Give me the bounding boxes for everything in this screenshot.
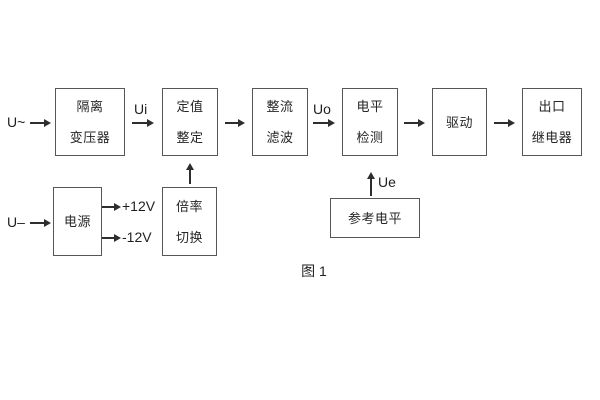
block-label: 隔离	[76, 99, 104, 114]
block-label: 滤波	[266, 130, 294, 145]
block-isolation-transformer: 隔离 变压器	[55, 88, 125, 156]
block-level-detection: 电平 检测	[342, 88, 398, 156]
block-label: 出口	[538, 99, 566, 114]
block-label: 继电器	[531, 130, 573, 145]
label-signal-ui: Ui	[134, 101, 148, 117]
block-setpoint-adjustment: 定值 整定	[162, 88, 218, 156]
label-input-dc: U–	[7, 214, 25, 230]
arrow-reference-to-level	[367, 172, 374, 196]
block-label: 整定	[176, 130, 204, 145]
block-label: 驱动	[445, 114, 473, 130]
arrow-setpoint-to-rectifier	[225, 119, 245, 126]
label-signal-uo: Uo	[313, 101, 331, 117]
block-ratio-switching: 倍率 切换	[162, 187, 217, 256]
block-rectifier-filter: 整流 滤波	[252, 88, 308, 156]
arrow-input-ac	[30, 119, 51, 126]
arrow-ratio-to-setpoint	[186, 163, 193, 184]
arrow-level-to-driver	[404, 119, 425, 126]
arrow-rail-pos	[102, 203, 121, 210]
block-label: 切换	[175, 229, 203, 245]
figure-caption: 图 1	[301, 263, 327, 279]
arrow-input-dc	[30, 219, 51, 226]
label-input-ac: U~	[7, 114, 26, 130]
block-output-relay: 出口 继电器	[522, 88, 582, 156]
block-driver: 驱动	[432, 88, 487, 156]
block-label: 变压器	[69, 130, 111, 145]
arrow-rectifier-to-level	[313, 119, 335, 126]
block-power-supply: 电源	[53, 187, 102, 256]
arrow-rail-neg	[102, 234, 121, 241]
block-reference-level: 参考电平	[330, 198, 420, 238]
block-label: 检测	[356, 130, 384, 145]
block-label: 整流	[266, 99, 294, 114]
label-signal-ue: Ue	[378, 174, 396, 190]
block-label: 电平	[356, 99, 384, 114]
block-label: 倍率	[175, 198, 203, 214]
label-rail-neg: -12V	[122, 229, 152, 245]
block-label: 定值	[176, 99, 204, 114]
block-label: 电源	[63, 214, 91, 229]
arrow-driver-to-relay	[494, 119, 515, 126]
label-rail-pos: +12V	[122, 198, 156, 214]
arrow-transformer-to-setpoint	[132, 119, 154, 126]
block-label: 参考电平	[347, 210, 402, 226]
